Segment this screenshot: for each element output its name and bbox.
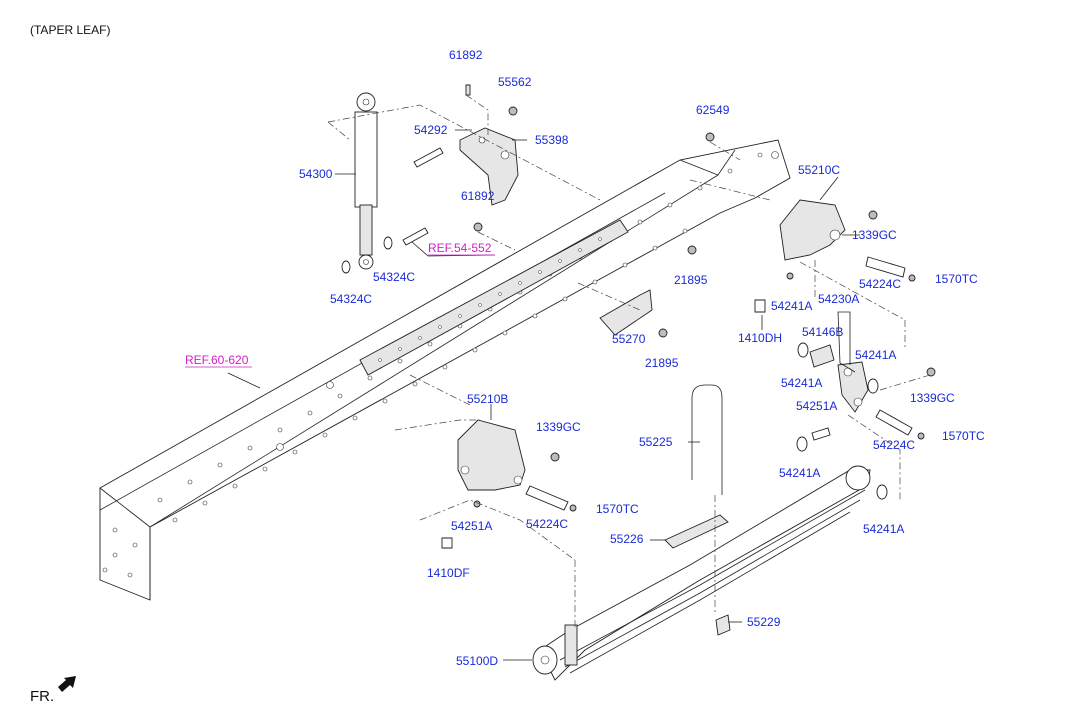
part-label-54241A[interactable]: 54241A: [771, 299, 812, 313]
part-label-1410DF[interactable]: 1410DF: [427, 566, 470, 580]
part-label-54300[interactable]: 54300: [299, 167, 333, 181]
part-label-55100D[interactable]: 55100D: [456, 654, 498, 668]
part-label-1570TC-c[interactable]: 1570TC: [596, 502, 639, 516]
small-bracket: [599, 289, 668, 338]
part-label-1570TC-b[interactable]: 1570TC: [942, 429, 985, 443]
part-label-21895[interactable]: 21895: [674, 273, 708, 287]
guide-lines: [327, 94, 931, 630]
front-direction-label: FR.: [30, 688, 54, 705]
u-bolt: [691, 384, 723, 495]
part-label-54251A[interactable]: 54251A: [796, 399, 837, 413]
part-label-1339GC[interactable]: 1339GC: [852, 228, 897, 242]
part-label-55210B[interactable]: 55210B: [467, 392, 508, 406]
part-label-55562[interactable]: 55562: [498, 75, 532, 89]
front-arrow-icon: [58, 676, 76, 692]
part-label-61892-b[interactable]: 61892: [461, 189, 495, 203]
spring-pad: [664, 514, 731, 636]
part-label-54230A[interactable]: 54230A: [818, 292, 859, 306]
front-direction-indicator: FR.: [30, 676, 76, 705]
part-label-61892[interactable]: 61892: [449, 48, 483, 62]
part-label-54241A-e[interactable]: 54241A: [863, 522, 904, 536]
part-label-54224C-b[interactable]: 54224C: [873, 438, 915, 452]
part-label-54324C-b[interactable]: 54324C: [330, 292, 372, 306]
part-label-1570TC[interactable]: 1570TC: [935, 272, 978, 286]
part-label-54241A-d[interactable]: 54241A: [779, 466, 820, 480]
part-label-1339GC-c[interactable]: 1339GC: [536, 420, 581, 434]
front-hanger: [687, 199, 916, 313]
diagram-caption: (TAPER LEAF): [30, 23, 110, 37]
frame-rail: [99, 139, 791, 601]
part-label-54292[interactable]: 54292: [414, 123, 448, 137]
part-label-54241A-c[interactable]: 54241A: [781, 376, 822, 390]
part-label-55398[interactable]: 55398: [535, 133, 569, 147]
part-label-1410DH[interactable]: 1410DH: [738, 331, 782, 345]
rear-hanger: [441, 419, 577, 549]
part-label-54324C[interactable]: 54324C: [373, 270, 415, 284]
part-label-54251A-b[interactable]: 54251A: [451, 519, 492, 533]
part-label-54146B[interactable]: 54146B: [802, 325, 843, 339]
part-label-55225[interactable]: 55225: [639, 435, 673, 449]
ref-label-54-552[interactable]: REF.54-552: [428, 241, 492, 255]
part-label-54224C-c[interactable]: 54224C: [526, 517, 568, 531]
ref-label-60-620[interactable]: REF.60-620: [185, 353, 249, 367]
shock-absorber: [341, 92, 429, 274]
part-label-54241A-b[interactable]: 54241A: [855, 348, 896, 362]
shackle: [796, 342, 936, 500]
part-label-55270[interactable]: 55270: [612, 332, 646, 346]
part-label-21895-b[interactable]: 21895: [645, 356, 679, 370]
part-label-55226[interactable]: 55226: [610, 532, 644, 546]
part-labels: 61892 55562 54292 55398 54300 61892 5432…: [185, 48, 985, 668]
part-label-54224C[interactable]: 54224C: [859, 277, 901, 291]
part-label-55210C[interactable]: 55210C: [798, 163, 840, 177]
ref-underlines: [185, 254, 495, 368]
leaf-spring: [532, 465, 871, 681]
part-label-62549[interactable]: 62549: [696, 103, 730, 117]
part-label-55229[interactable]: 55229: [747, 615, 781, 629]
part-label-1339GC-b[interactable]: 1339GC: [910, 391, 955, 405]
